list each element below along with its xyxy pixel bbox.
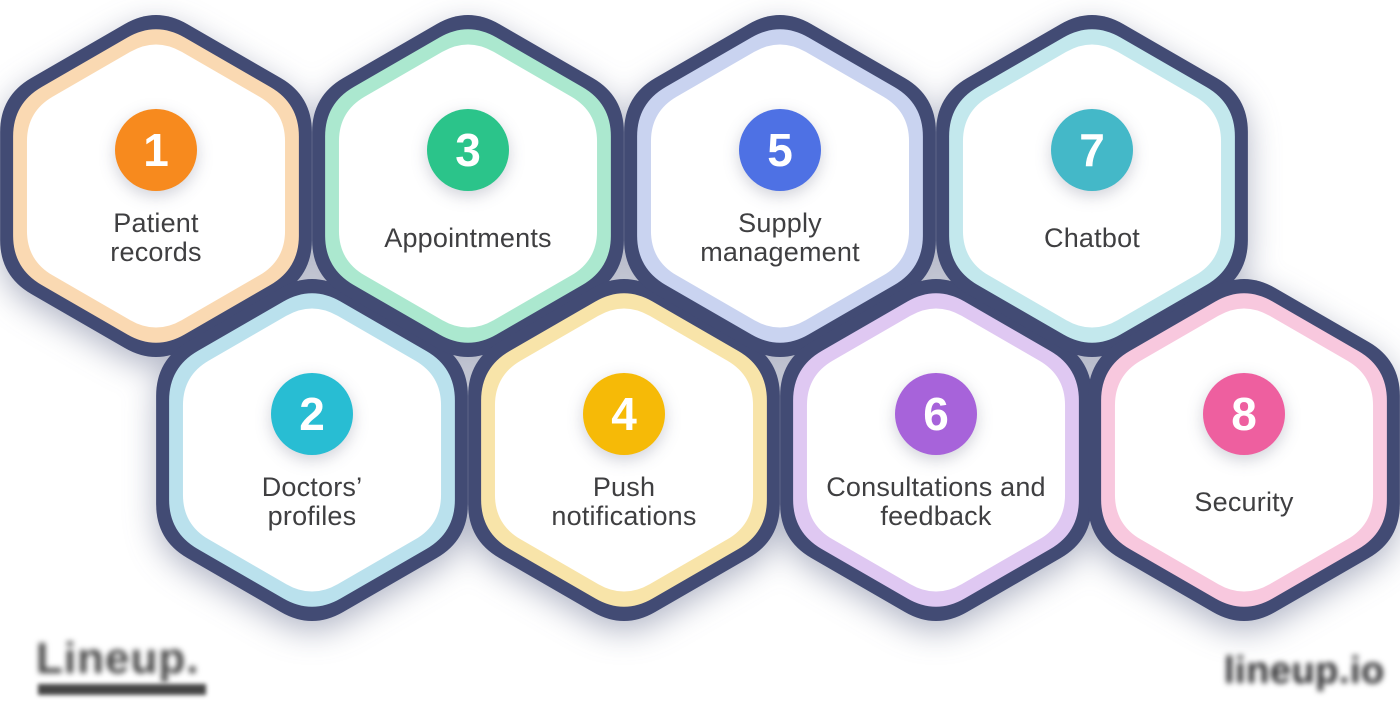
logo-watermark: Lineup. [36, 634, 200, 683]
step-number: 6 [923, 388, 949, 440]
step-number-circle [271, 373, 353, 455]
hex-cell-3: 3 [312, 15, 624, 357]
step-number: 3 [455, 124, 481, 176]
hex-cell-1: 1 [0, 15, 312, 357]
step-number: 7 [1079, 124, 1105, 176]
hex-cell-6: 6 [780, 279, 1092, 621]
step-number: 4 [611, 388, 637, 440]
step-number-circle [895, 373, 977, 455]
hex-cell-8: 8 [1088, 279, 1400, 621]
step-number-circle [583, 373, 665, 455]
step-number: 2 [299, 388, 325, 440]
step-number-circle [739, 109, 821, 191]
step-number: 5 [767, 124, 793, 176]
step-number-circle [115, 109, 197, 191]
logo-tagline-blur [38, 684, 206, 695]
step-number-circle [427, 109, 509, 191]
step-number: 1 [143, 124, 169, 176]
hex-cell-2: 2 [156, 279, 468, 621]
step-number: 8 [1231, 388, 1257, 440]
hex-cell-5: 5 [624, 15, 936, 357]
hex-cell-7: 7 [936, 15, 1248, 357]
site-watermark: lineup.io [1224, 650, 1385, 692]
step-number-circle [1203, 373, 1285, 455]
hex-cell-4: 4 [468, 279, 780, 621]
step-number-circle [1051, 109, 1133, 191]
